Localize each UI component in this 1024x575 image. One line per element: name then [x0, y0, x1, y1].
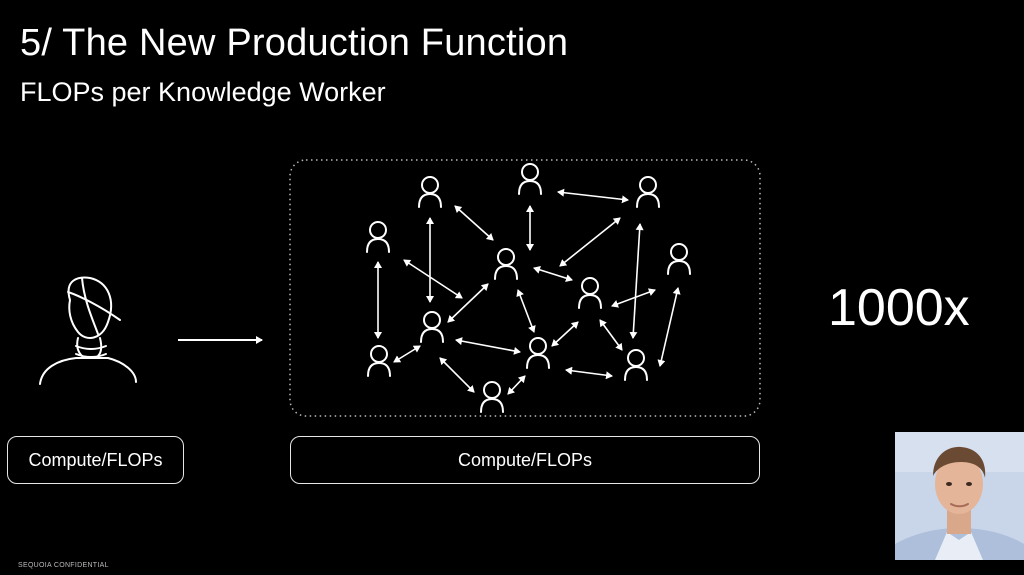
- network-people: [366, 163, 691, 413]
- person-outline-icon: [418, 176, 442, 208]
- single-worker-label-text: Compute/FLOPs: [28, 449, 163, 470]
- person-outline-icon: [366, 221, 390, 253]
- person-outline-icon: [367, 345, 391, 377]
- single-worker-label: Compute/FLOPs: [7, 436, 184, 484]
- network-label-text: Compute/FLOPs: [457, 449, 593, 470]
- person-outline-icon: [494, 248, 518, 280]
- person-outline-icon: [578, 277, 602, 309]
- network-connections: [374, 188, 681, 395]
- person-outline-icon: [518, 163, 542, 195]
- person-outline-icon: [420, 311, 444, 343]
- slide-title: 5/ The New Production Function: [20, 22, 569, 64]
- network-label: Compute/FLOPs: [290, 436, 760, 484]
- slide-subtitle: FLOPs per Knowledge Worker: [20, 77, 386, 107]
- person-outline-icon: [636, 176, 660, 208]
- person-outline-icon: [480, 381, 504, 413]
- network-frame: [289, 159, 761, 417]
- footer-confidential: SEQUOIA CONFIDENTIAL: [18, 562, 109, 569]
- presenter-video-thumbnail: [895, 432, 1024, 560]
- person-outline-icon: [624, 349, 648, 381]
- multiplier-text: 1000x: [828, 279, 970, 337]
- person-with-scribble-head-icon: [39, 276, 137, 385]
- person-outline-icon: [526, 337, 550, 369]
- person-outline-icon: [667, 243, 691, 275]
